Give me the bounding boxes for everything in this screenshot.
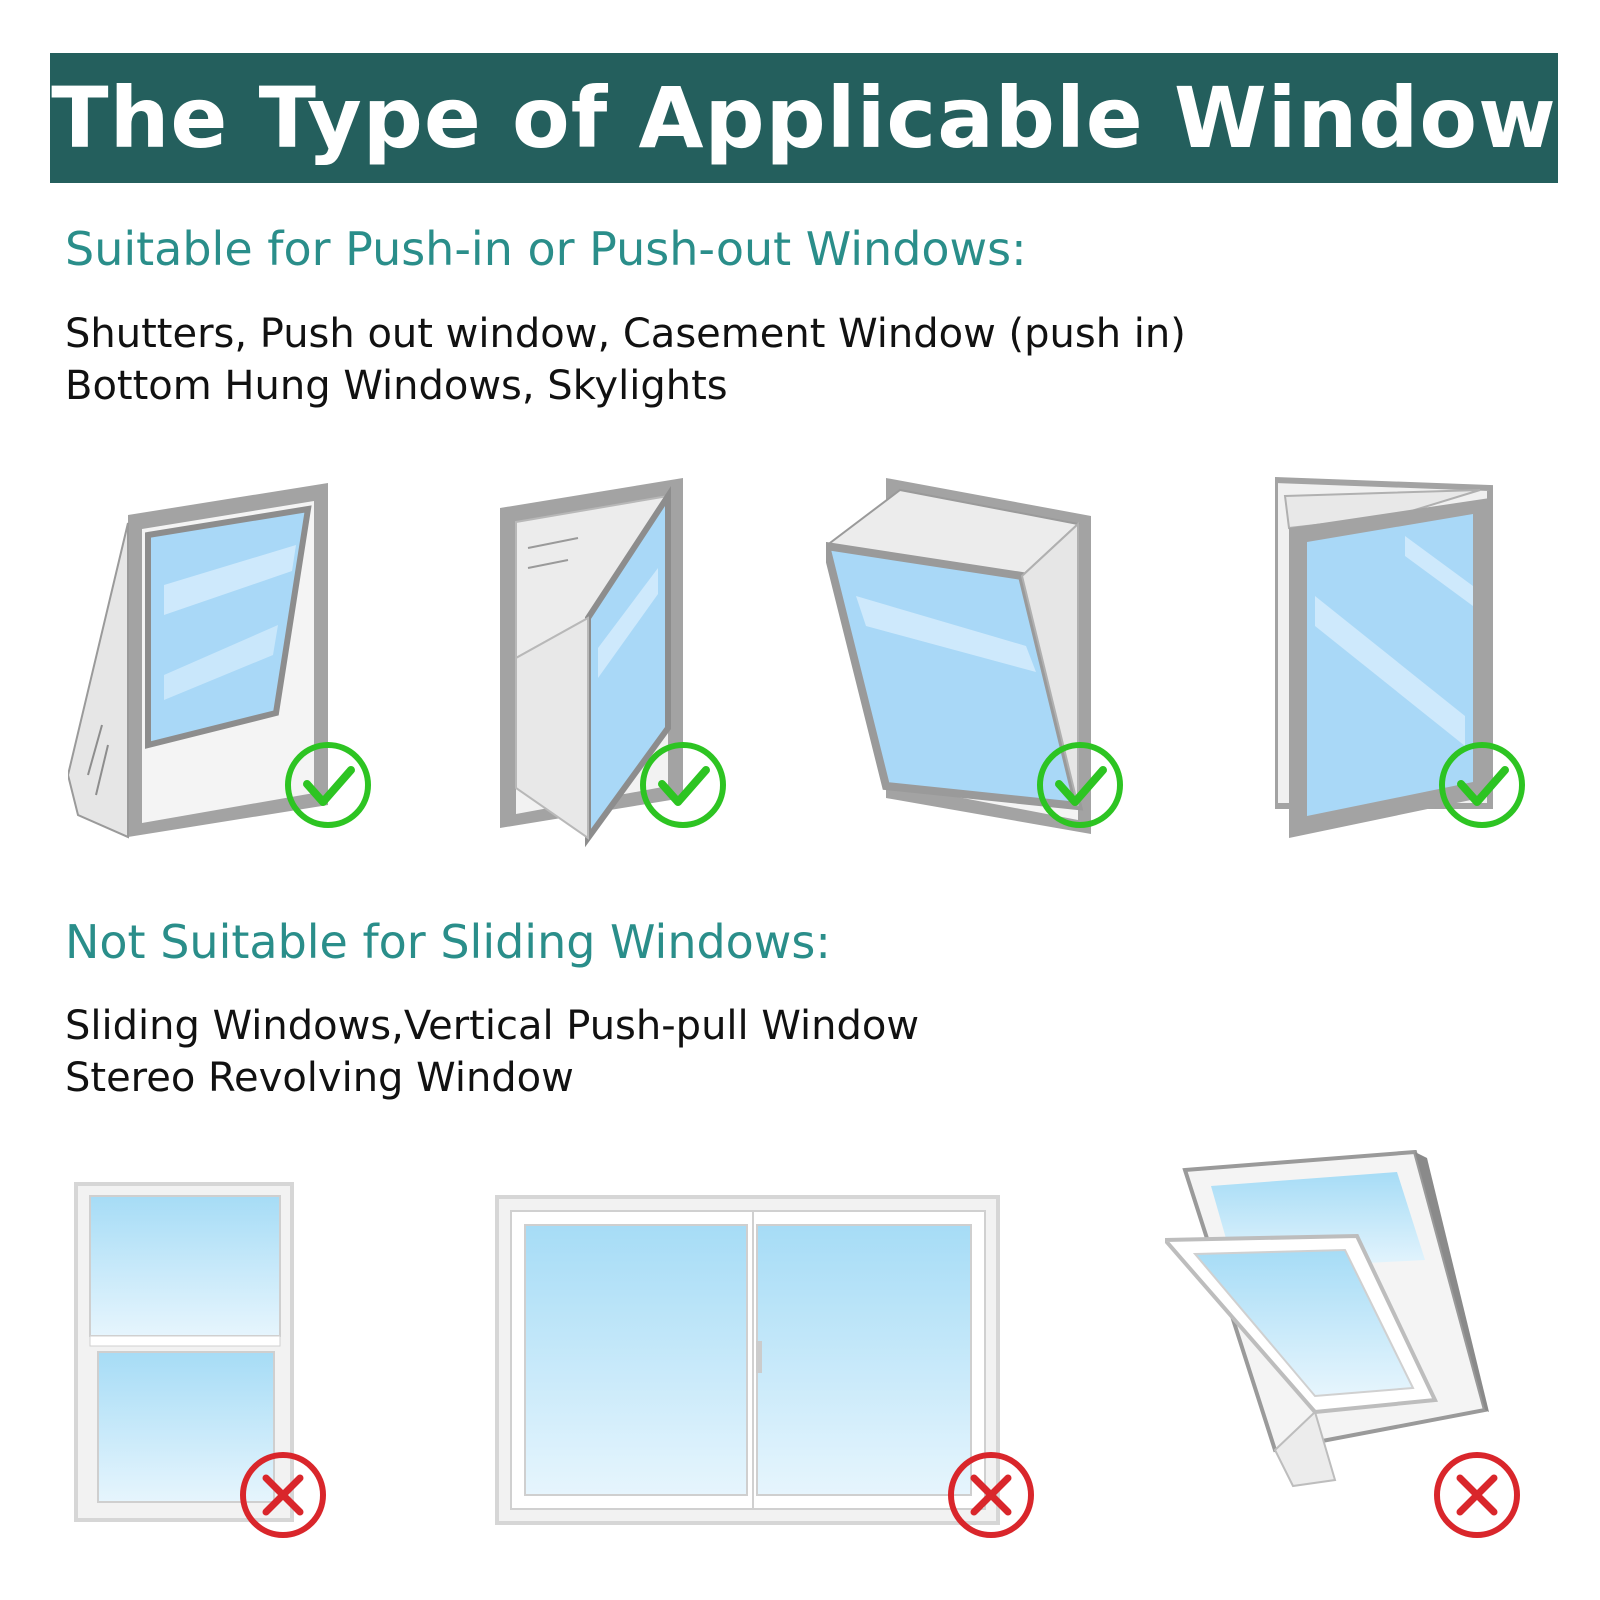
suitable-description: Shutters, Push out window, Casement Wind…: [65, 308, 1186, 412]
cross-icon: [1432, 1450, 1522, 1544]
check-icon: [638, 740, 728, 834]
suitable-line-2: Bottom Hung Windows, Skylights: [65, 363, 728, 409]
cross-icon: [946, 1450, 1036, 1544]
push-out-window-illustration: [498, 478, 688, 848]
not-suitable-heading: Not Suitable for Sliding Windows:: [65, 915, 831, 969]
not-suitable-description: Sliding Windows,Vertical Push-pull Windo…: [65, 1000, 919, 1104]
bottom-hung-window-illustration: [1275, 476, 1495, 841]
suitable-heading: Suitable for Push-in or Push-out Windows…: [65, 222, 1027, 276]
check-icon: [1437, 740, 1527, 834]
page-title: The Type of Applicable Window: [51, 69, 1557, 167]
suitable-line-1: Shutters, Push out window, Casement Wind…: [65, 311, 1186, 357]
check-icon: [283, 740, 373, 834]
shutter-window-illustration: [68, 475, 338, 855]
cross-icon: [238, 1450, 328, 1544]
not-suitable-line-2: Stereo Revolving Window: [65, 1055, 574, 1101]
not-suitable-line-1: Sliding Windows,Vertical Push-pull Windo…: [65, 1003, 920, 1049]
casement-window-illustration: [826, 476, 1096, 836]
sliding-window-illustration: [495, 1195, 1000, 1525]
check-icon: [1035, 740, 1125, 834]
title-banner: The Type of Applicable Window: [50, 53, 1558, 183]
revolving-window-illustration: [1165, 1150, 1495, 1490]
